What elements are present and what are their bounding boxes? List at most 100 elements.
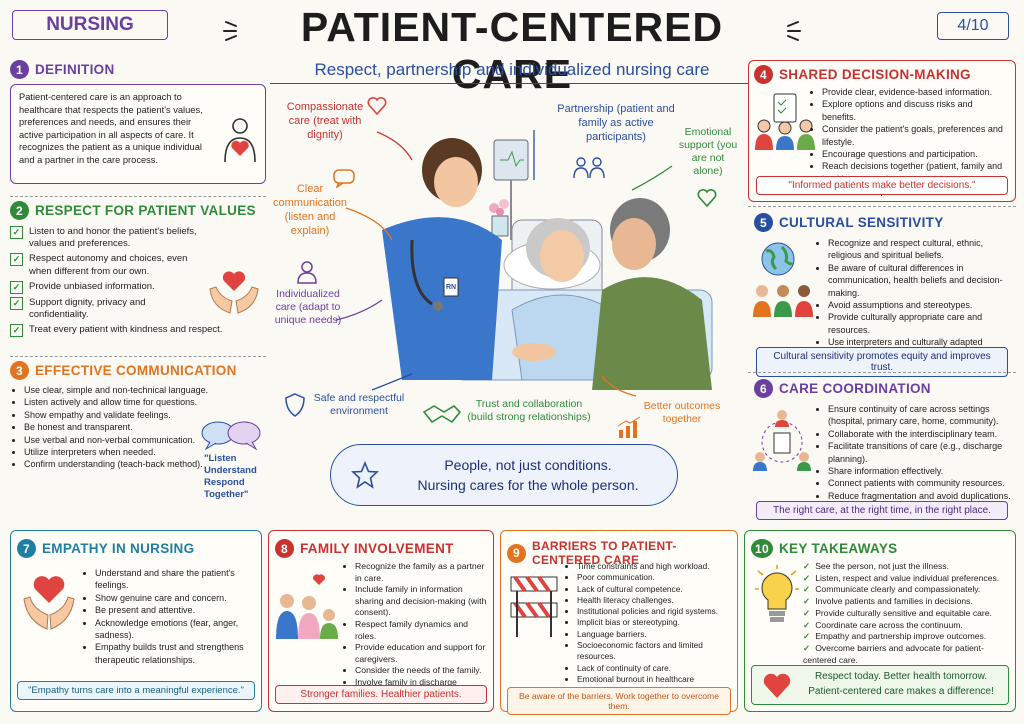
growth-chart-icon bbox=[617, 416, 641, 438]
list-item: Empathy and partnership improve outcomes… bbox=[803, 631, 1013, 643]
label-trust: Trust and collaboration (build strong re… bbox=[467, 398, 591, 423]
values-list: ✓Listen to and honor the patient's belie… bbox=[10, 226, 200, 321]
page-subtitle: Respect, partnership and individualized … bbox=[270, 60, 754, 84]
section-title: RESPECT FOR PATIENT VALUES bbox=[35, 203, 256, 218]
section-title: FAMILY INVOLVEMENT bbox=[300, 541, 454, 556]
list-item: See the person, not just the illness. bbox=[803, 561, 1013, 573]
list-item: Ensure continuity of care across setting… bbox=[828, 403, 1012, 428]
takeaways-quote-line-2: Patient-centered care makes a difference… bbox=[808, 686, 994, 697]
star-icon bbox=[351, 461, 379, 489]
list-item: Encourage questions and participation. bbox=[822, 148, 1008, 160]
cultural-list: Recognize and respect cultural, ethnic, … bbox=[814, 237, 1010, 361]
section-takeaways: 10 KEY TAKEAWAYS See the person, not jus… bbox=[744, 530, 1016, 712]
section-definition: 1 DEFINITION Patient-centered care is an… bbox=[10, 60, 266, 186]
label-outcomes: Better outcomes together bbox=[643, 400, 721, 425]
list-item: Explore options and discuss risks and be… bbox=[822, 98, 1008, 123]
section-number: 8 bbox=[275, 539, 294, 558]
values-list-last: ✓Treat every patient with kindness and r… bbox=[10, 324, 260, 338]
section-number: 9 bbox=[507, 543, 526, 563]
section-title: SHARED DECISION-MAKING bbox=[779, 67, 971, 82]
empathy-list: Understand and share the patient's feeli… bbox=[81, 567, 257, 666]
nurse-badge: RN bbox=[445, 284, 457, 291]
section-title: DEFINITION bbox=[35, 62, 115, 77]
list-item: Be present and attentive. bbox=[95, 604, 257, 616]
subject-tag: NURSING bbox=[12, 10, 168, 40]
section-communication: 3 EFFECTIVE COMMUNICATION Use clear, sim… bbox=[10, 356, 266, 516]
list-item: Consider the patient's goals, preference… bbox=[822, 123, 1008, 148]
list-item: Share information effectively. bbox=[828, 465, 1012, 477]
checkbox-icon: ✓ bbox=[10, 280, 23, 294]
message-cloud: People, not just conditions. Nursing car… bbox=[330, 444, 678, 506]
list-item: Avoid assumptions and stereotypes. bbox=[828, 299, 1010, 311]
list-item: Confirm understanding (teach-back method… bbox=[24, 458, 214, 470]
list-item: Coordinate care across the continuum. bbox=[803, 620, 1013, 632]
section-shared-decision: 4 SHARED DECISION-MAKING Provide clear, … bbox=[748, 60, 1016, 202]
label-individualized: Individualized care (adapt to unique nee… bbox=[274, 288, 342, 326]
heart-outline-icon bbox=[697, 188, 717, 208]
coordination-list: Ensure continuity of care across setting… bbox=[814, 403, 1012, 502]
section-number: 3 bbox=[10, 361, 29, 380]
barriers-list: Time constraints and high workload. Poor… bbox=[563, 561, 735, 697]
list-item: Provide clear, evidence-based informatio… bbox=[822, 86, 1008, 98]
label-safe: Safe and respectful environment bbox=[313, 392, 405, 417]
list-item: Provide education and support for caregi… bbox=[355, 642, 491, 665]
hands-heart-icon bbox=[23, 576, 75, 630]
list-item: Listen, respect and value individual pre… bbox=[803, 573, 1013, 585]
communication-quote: "Listen Understand Respond Together" bbox=[204, 453, 257, 500]
list-item: Respect family dynamics and roles. bbox=[355, 619, 491, 642]
definition-text: Patient-centered care is an approach to … bbox=[10, 84, 266, 184]
list-item: Recognize the family as a partner in car… bbox=[355, 561, 491, 584]
heart-icon bbox=[367, 96, 387, 116]
list-item: Lack of continuity of care. bbox=[577, 663, 735, 674]
list-item: Utilize interpreters when needed. bbox=[24, 446, 214, 458]
title-spark-left-icon bbox=[223, 21, 237, 41]
list-item: Provide culturally sensitive and equitab… bbox=[803, 608, 1013, 620]
cloud-line-1: People, not just conditions. bbox=[444, 457, 612, 473]
chat-icon bbox=[333, 169, 355, 188]
section-family: 8 FAMILY INVOLVEMENT Recognize the famil… bbox=[268, 530, 494, 712]
list-item: Time constraints and high workload. bbox=[577, 561, 735, 572]
handshake-icon bbox=[422, 404, 462, 424]
list-item: Institutional policies and rigid systems… bbox=[577, 606, 735, 617]
list-item: Provide culturally appropriate care and … bbox=[828, 311, 1010, 336]
person-icon bbox=[297, 261, 317, 284]
list-item: Show empathy and validate feelings. bbox=[24, 409, 214, 421]
list-item: Overcome barriers and advocate for patie… bbox=[803, 643, 1013, 666]
section-coordination: 6 CARE COORDINATION Ensure continuity of… bbox=[748, 372, 1016, 524]
takeaways-quote-line-1: Respect today. Better health tomorrow. bbox=[814, 671, 988, 682]
list-item: ✓Treat every patient with kindness and r… bbox=[10, 324, 260, 338]
list-item: Poor communication. bbox=[577, 572, 735, 583]
label-emotional: Emotional support (you are not alone) bbox=[678, 126, 738, 177]
list-item: Be aware of cultural differences in comm… bbox=[828, 262, 1010, 299]
care-network-icon bbox=[753, 410, 811, 471]
team-clipboard-icon bbox=[755, 93, 815, 150]
lightbulb-icon bbox=[755, 565, 799, 622]
section-number: 10 bbox=[751, 539, 773, 558]
takeaways-list: See the person, not just the illness. Li… bbox=[803, 561, 1013, 666]
family-group-icon bbox=[276, 574, 338, 639]
section-cultural: 5 CULTURAL SENSITIVITY Recognize and res… bbox=[748, 206, 1016, 377]
list-item: Include family in information sharing an… bbox=[355, 584, 491, 619]
section-respect-values: 2 RESPECT FOR PATIENT VALUES ✓Listen to … bbox=[10, 196, 266, 352]
section-number: 5 bbox=[754, 213, 773, 232]
list-item: Understand and share the patient's feeli… bbox=[95, 567, 257, 592]
section-title: CULTURAL SENSITIVITY bbox=[779, 215, 944, 230]
heart-icon bbox=[763, 673, 791, 698]
list-item: Reduce fragmentation and avoid duplicati… bbox=[828, 490, 1012, 502]
section-empathy: 7 EMPATHY IN NURSING Understand and shar… bbox=[10, 530, 262, 712]
checkbox-icon: ✓ bbox=[10, 226, 23, 239]
empathy-quote: "Empathy turns care into a meaningful ex… bbox=[17, 681, 255, 700]
list-item: Empathy builds trust and strengthens the… bbox=[95, 641, 257, 666]
barriers-quote: Be aware of the barriers. Work together … bbox=[507, 687, 731, 715]
communication-list: Use clear, simple and non-technical lang… bbox=[10, 384, 214, 471]
label-partnership: Partnership (patient and family as activ… bbox=[557, 103, 675, 143]
list-item: Be honest and transparent. bbox=[24, 421, 214, 433]
speech-bubbles-icon bbox=[201, 421, 261, 451]
section-number: 1 bbox=[10, 60, 29, 79]
section-number: 2 bbox=[10, 201, 29, 220]
title-spark-right-icon bbox=[787, 21, 801, 41]
section-number: 7 bbox=[17, 539, 36, 558]
list-item: Health literacy challenges. bbox=[577, 595, 735, 606]
page-number: 4/10 bbox=[937, 12, 1009, 40]
hospital-scene bbox=[335, 130, 713, 397]
